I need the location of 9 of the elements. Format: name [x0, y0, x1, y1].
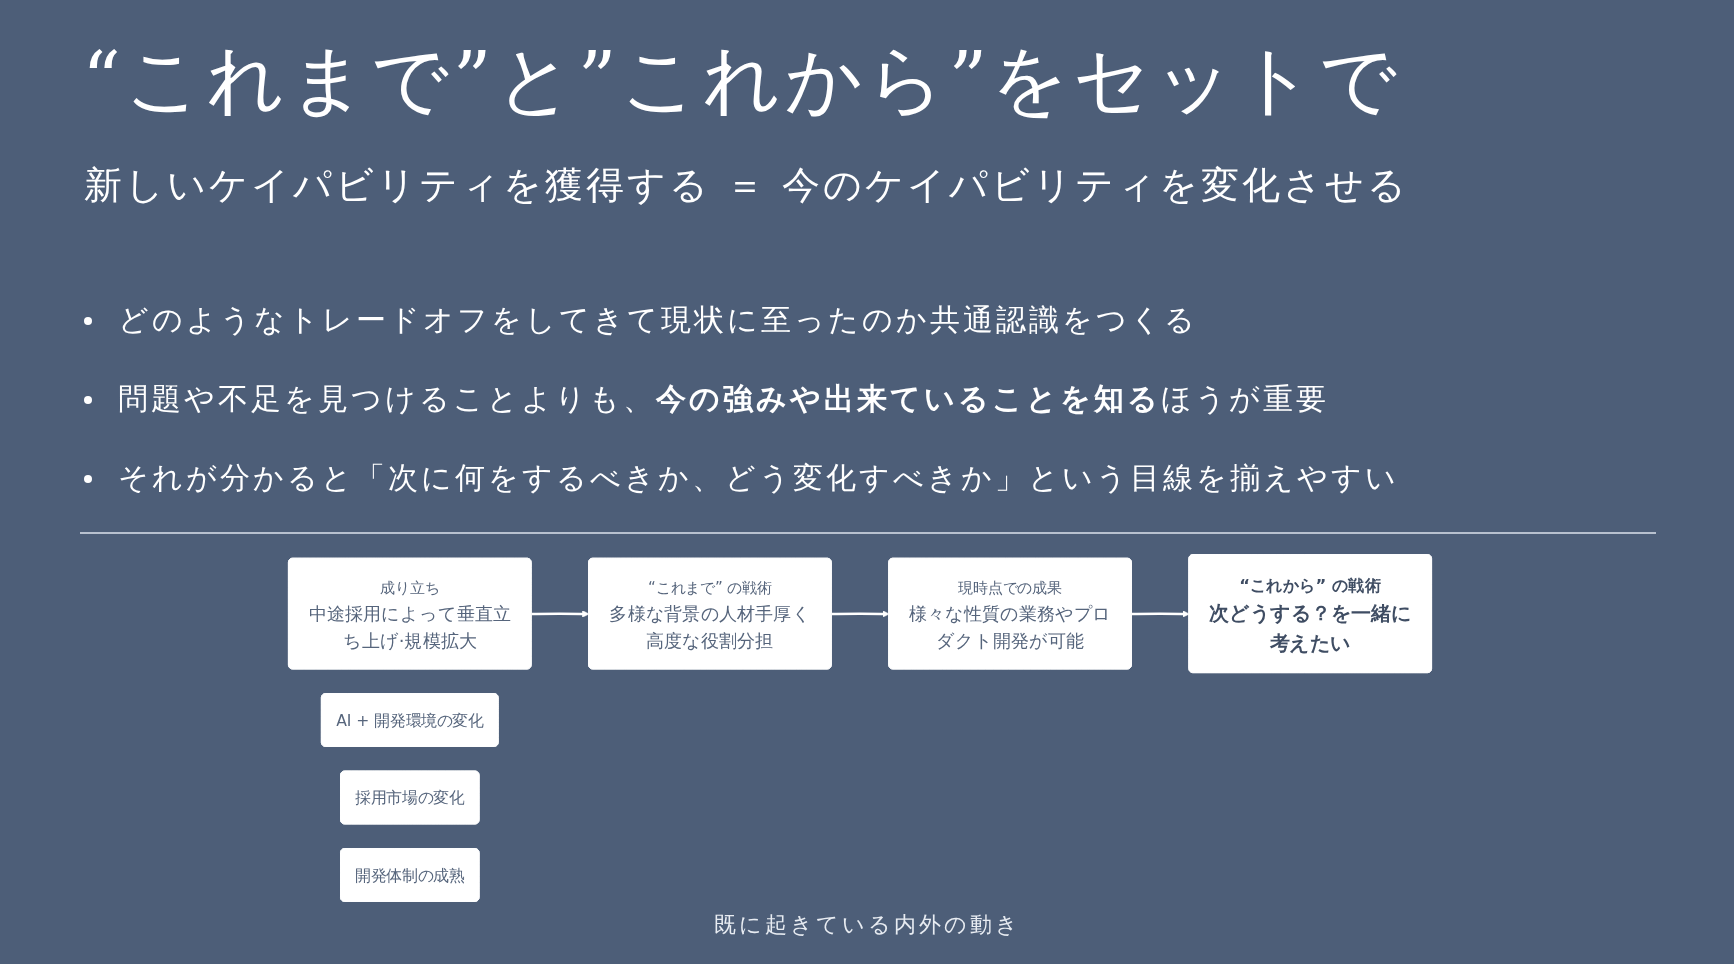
arrow	[831, 610, 890, 618]
bullet-text: 問題や不足を見つけることよりも、今の強みや出来ていることを知るほうが重要	[118, 380, 1329, 418]
slide-title: “これまで”と”これから”をセットで	[82, 34, 1402, 126]
arrow	[1131, 610, 1190, 618]
subtitle: 新しいケイパビリティを獲得する ＝ 今のケイパビリティを変化させる	[84, 162, 1410, 209]
bullet-text: それが分かると「次に何をするべきか、どう変化すべきか」という目線を揃えやすい	[118, 459, 1399, 497]
caption-text: 既に起きている内外の動き	[712, 911, 1022, 939]
bullet-text: どのようなトレードオフをしてきて現状に至ったのか共通認識をつくる	[118, 301, 1198, 339]
arrow	[531, 610, 590, 618]
